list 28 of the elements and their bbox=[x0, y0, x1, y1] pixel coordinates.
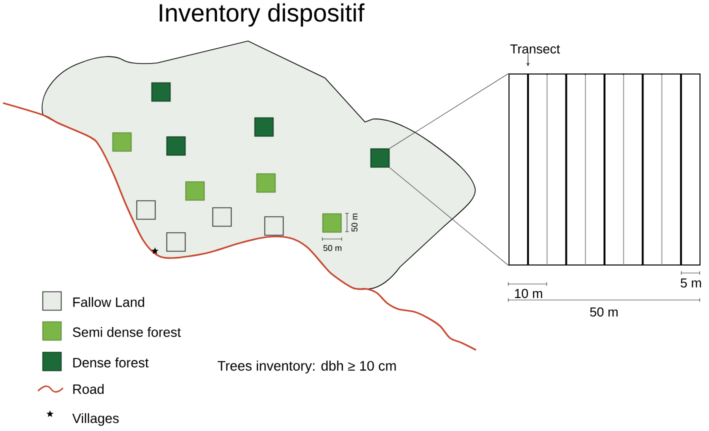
plot-square bbox=[322, 213, 342, 233]
plot-square bbox=[166, 232, 186, 252]
plot-square bbox=[370, 148, 390, 168]
plot-frame bbox=[508, 74, 700, 266]
legend-label: Dense forest bbox=[73, 358, 149, 368]
title: Inventory dispositif bbox=[160, 3, 364, 27]
dimension-label: 5 m bbox=[680, 278, 701, 288]
plot-square bbox=[166, 136, 186, 156]
dimension-label: 50 m bbox=[352, 214, 358, 232]
plot-square bbox=[256, 173, 276, 193]
plot-square bbox=[136, 200, 156, 220]
zoom-line bbox=[389, 167, 509, 266]
legend-label: Semi dense forest bbox=[72, 327, 181, 337]
plot-square bbox=[112, 132, 132, 152]
plot-square bbox=[254, 117, 274, 137]
dimension-label: 10 m bbox=[515, 288, 542, 298]
note-text: Trees inventory: dbh ≥ 10 cm bbox=[218, 360, 396, 374]
legend-label: Villages bbox=[72, 413, 119, 426]
plot-square bbox=[185, 181, 205, 201]
plot-square bbox=[151, 82, 171, 102]
dimension-label: 50 m bbox=[590, 307, 618, 317]
legend-label: Road bbox=[73, 384, 104, 394]
dimension-label: 50 m bbox=[323, 245, 342, 251]
callout-label: Transect bbox=[510, 44, 560, 54]
zoom-line bbox=[389, 73, 509, 149]
legend-label: Fallow Land bbox=[73, 297, 144, 307]
plot-square bbox=[264, 216, 284, 236]
plot-square bbox=[212, 207, 232, 227]
